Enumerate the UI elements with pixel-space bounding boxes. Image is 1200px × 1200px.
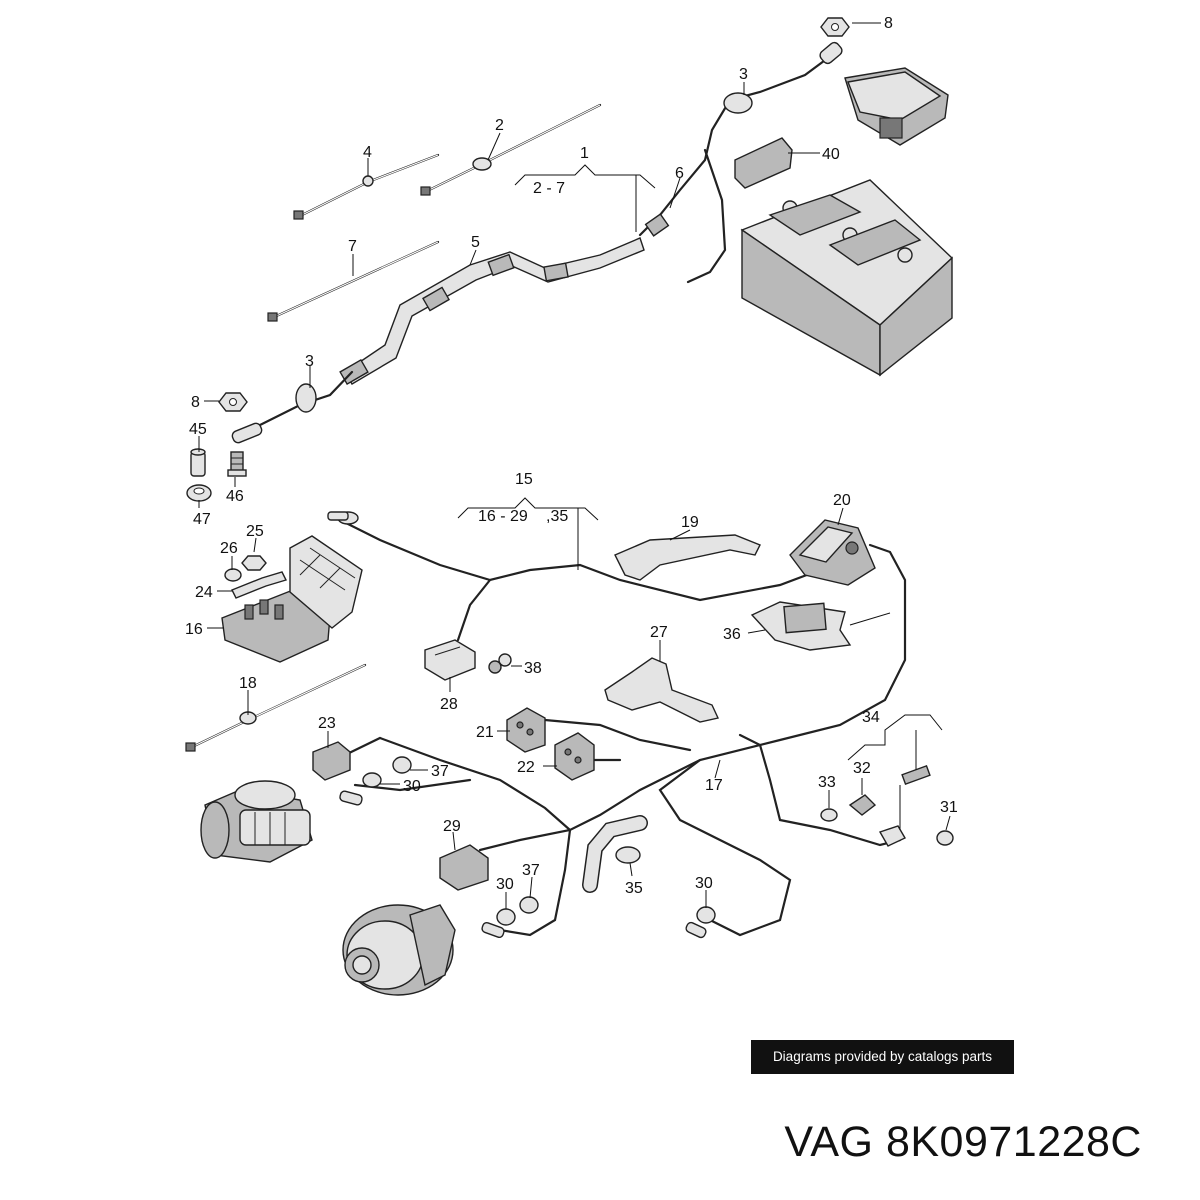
- eyelet-30-upper: [339, 772, 382, 806]
- battery-cable: [231, 41, 843, 444]
- bracket-36: [750, 601, 852, 651]
- callout-28: 28: [440, 696, 458, 713]
- alternator: [342, 904, 456, 996]
- cable-tie-4: [293, 153, 440, 220]
- callout-range-2-7: 2 - 7: [533, 180, 565, 197]
- bracket-19: [614, 534, 761, 581]
- relay-20: [789, 519, 876, 586]
- screw-32: [848, 794, 877, 816]
- wiring-harness-17: [658, 733, 902, 937]
- callout-5: 5: [471, 234, 480, 251]
- callout-8-left: 8: [191, 394, 200, 411]
- callout-16: 16: [185, 621, 203, 638]
- callout-25: 25: [246, 523, 264, 540]
- callout-29: 29: [443, 818, 461, 835]
- leader-lines: [198, 22, 951, 909]
- callout-15: 15: [515, 471, 533, 488]
- callout-23: 23: [318, 715, 336, 732]
- callout-37-lower: 37: [522, 862, 540, 879]
- callout-47: 47: [193, 511, 211, 528]
- nut-37-lower: [519, 896, 539, 914]
- busbar-24: [231, 571, 287, 599]
- cable-tie-7: [267, 240, 440, 322]
- catalog-credit-banner: Diagrams provided by catalogs parts: [751, 1040, 1014, 1074]
- callout-40: 40: [822, 146, 840, 163]
- callout-24: 24: [195, 584, 213, 601]
- sleeve-45: [190, 448, 206, 477]
- nut-25: [241, 555, 267, 571]
- callout-18: 18: [239, 675, 257, 692]
- fuse-box-16: [221, 535, 363, 663]
- grommet-33: [820, 808, 838, 822]
- hose-35: [582, 815, 648, 893]
- nut-8-top: [820, 17, 850, 37]
- starter-motor: [200, 780, 313, 863]
- callout-36: 36: [723, 626, 741, 643]
- callout-22: 22: [517, 759, 535, 776]
- cable-tie-18: [185, 663, 367, 752]
- cable-duct-5: [339, 237, 645, 386]
- callout-20: 20: [833, 492, 851, 509]
- callout-30-lower: 30: [496, 876, 514, 893]
- part-number-label: VAG 8K0971228C: [784, 1118, 1142, 1166]
- callout-33: 33: [818, 774, 836, 791]
- nut-26: [224, 568, 242, 582]
- connector-22: [554, 732, 595, 781]
- callout-38: 38: [524, 660, 542, 677]
- battery: [740, 179, 954, 377]
- nut-31: [936, 830, 954, 846]
- callout-17: 17: [705, 777, 723, 794]
- callout-3-top: 3: [739, 66, 748, 83]
- connector-28: [424, 639, 476, 681]
- bolt-34: [901, 764, 931, 786]
- callout-30-upper: 30: [403, 778, 421, 795]
- nut-37-upper: [392, 756, 412, 774]
- callout-26: 26: [220, 540, 238, 557]
- callout-34: 34: [862, 709, 880, 726]
- callout-45: 45: [189, 421, 207, 438]
- callout-27: 27: [650, 624, 668, 641]
- callout-3-left: 3: [305, 353, 314, 370]
- callout-46: 46: [226, 488, 244, 505]
- callout-range-16-29: 16 - 29: [478, 508, 528, 525]
- clamp-33-34: [878, 825, 906, 847]
- bolt-38: [488, 653, 512, 674]
- callout-35: 35: [625, 880, 643, 897]
- connector-21: [506, 707, 546, 753]
- callouts: 8 3 2 4 40 1 6 2 - 7 7 5 3 8 45 46 47 15…: [185, 15, 958, 897]
- callout-range-35: ,35: [546, 508, 568, 525]
- callout-19: 19: [681, 514, 699, 531]
- nut-47: [186, 484, 212, 502]
- callout-31: 31: [940, 799, 958, 816]
- callout-6: 6: [675, 165, 684, 182]
- eyelet-30-lower: [481, 908, 516, 939]
- connector-29: [439, 844, 489, 891]
- eyelet-30-right: [685, 906, 716, 939]
- cable-tie-2: [420, 103, 602, 196]
- callout-8-top: 8: [884, 15, 893, 32]
- nut-8-left: [218, 392, 248, 412]
- callout-7: 7: [348, 238, 357, 255]
- callout-4: 4: [363, 144, 372, 161]
- callout-30-right: 30: [695, 875, 713, 892]
- bracket-27: [604, 657, 719, 723]
- stud-46: [227, 451, 247, 477]
- fuse-holder-40: [734, 137, 793, 189]
- terminal-cover: [844, 67, 949, 146]
- callout-21: 21: [476, 724, 494, 741]
- callout-1: 1: [580, 145, 589, 162]
- connector-23: [312, 741, 351, 781]
- callout-32: 32: [853, 760, 871, 777]
- callout-37-upper: 37: [431, 763, 449, 780]
- callout-2: 2: [495, 117, 504, 134]
